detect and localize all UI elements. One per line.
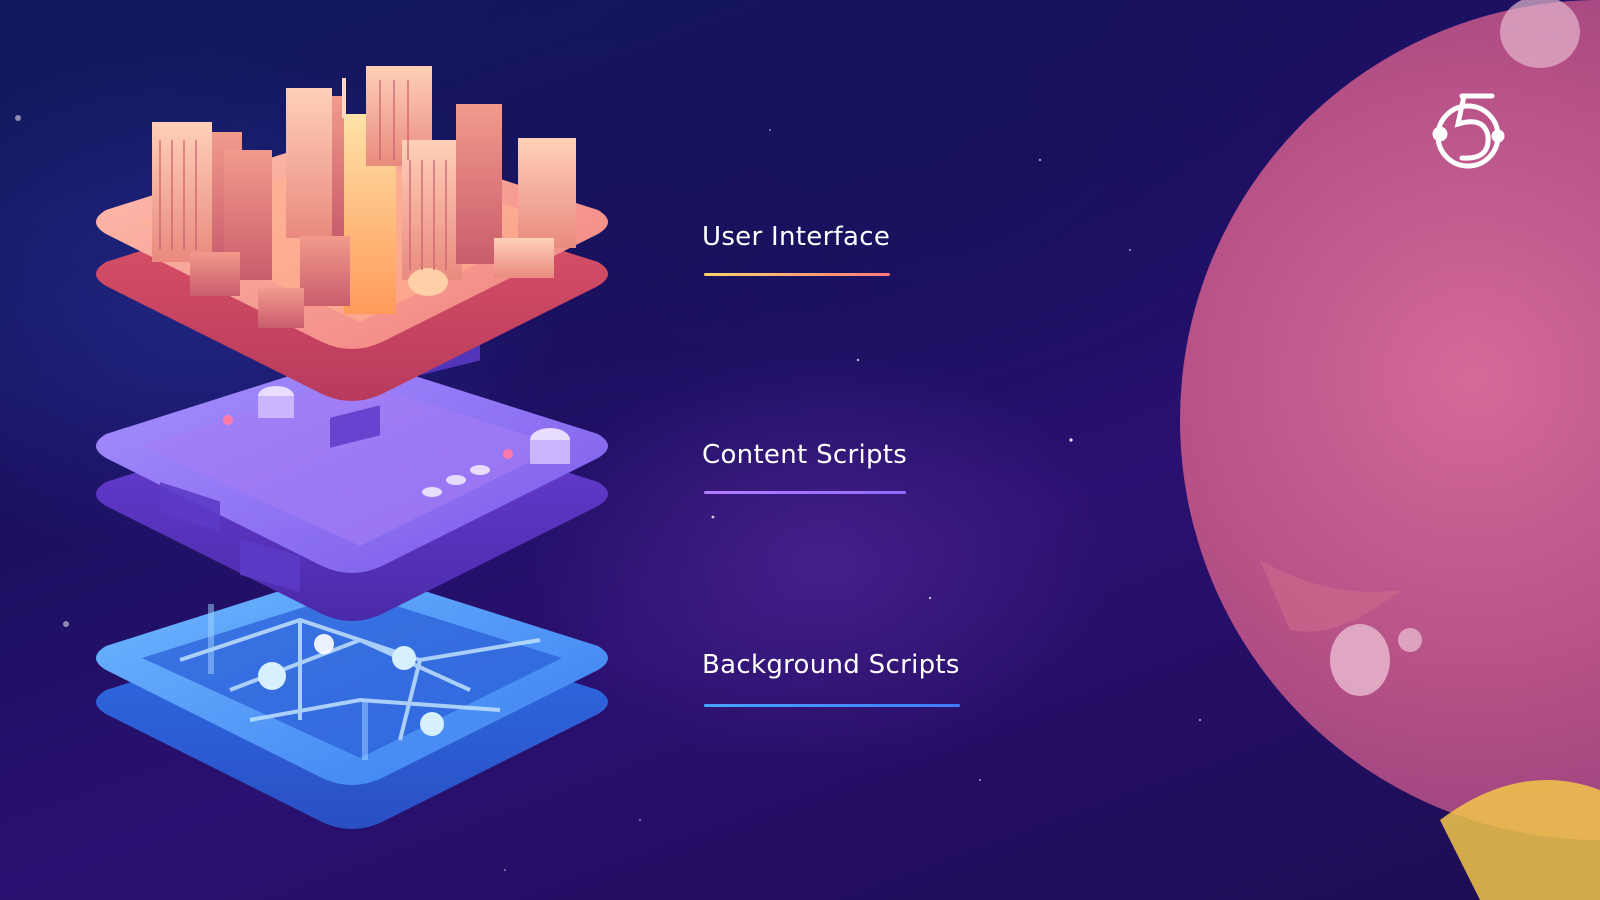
five-logo-icon (1432, 93, 1505, 169)
stars (15, 115, 1202, 871)
planet-illustration (1180, 0, 1600, 900)
user-interface-layer (96, 66, 608, 401)
city-buildings (152, 66, 576, 328)
layer-label-user-interface: User Interface (702, 222, 891, 252)
layer-label-content-scripts: Content Scripts (702, 440, 908, 470)
content-scripts-underline (704, 491, 906, 494)
background-scripts-layer (96, 568, 608, 829)
user-interface-underline (704, 273, 890, 276)
layer-label-background-scripts: Background Scripts (702, 650, 960, 680)
background-scripts-underline (704, 704, 960, 707)
